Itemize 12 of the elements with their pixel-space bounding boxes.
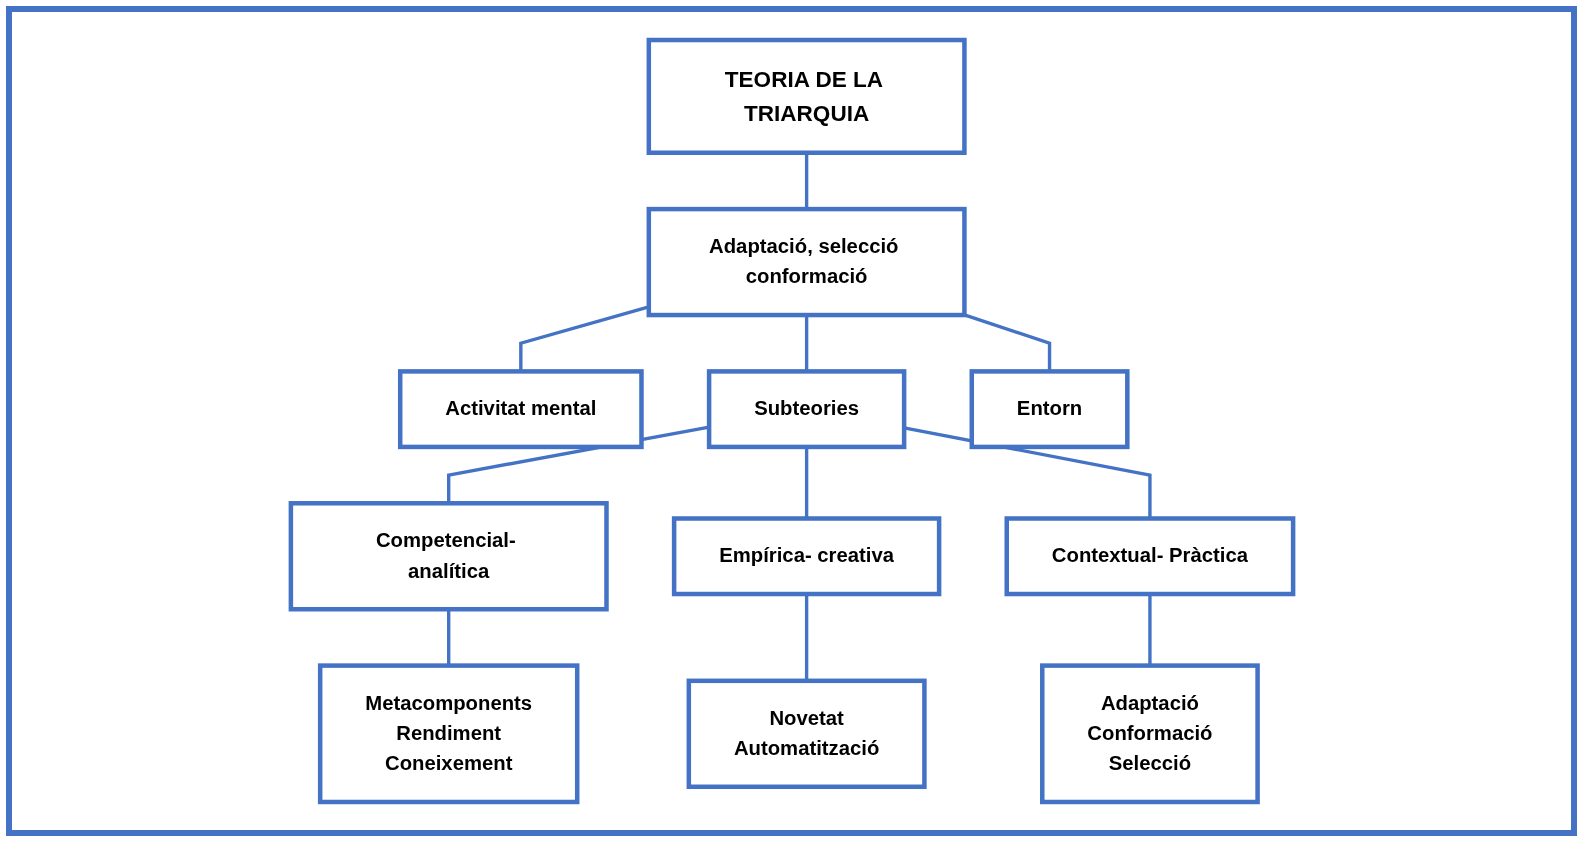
- node-box: [397, 369, 644, 450]
- node-box: [288, 501, 609, 612]
- node-box: [646, 206, 967, 318]
- node-box: [646, 37, 967, 155]
- node-box: [1004, 516, 1295, 597]
- node-box: [706, 369, 906, 450]
- node-box: [671, 516, 941, 597]
- node-box: [317, 663, 579, 805]
- node-box: [686, 678, 927, 790]
- outer-frame: TEORIA DE LA TRIARQUIA Adaptació, selecció conformació Activitat mental Subteories Entorn Competencial- analítica Empírica- creativa Contextual- Pràctica Metacomponents Rendiment Coneixement Novetat Automatització Adaptació Conformació Selecció: [6, 6, 1577, 836]
- node-box: [1039, 663, 1260, 805]
- node-box: [969, 369, 1130, 450]
